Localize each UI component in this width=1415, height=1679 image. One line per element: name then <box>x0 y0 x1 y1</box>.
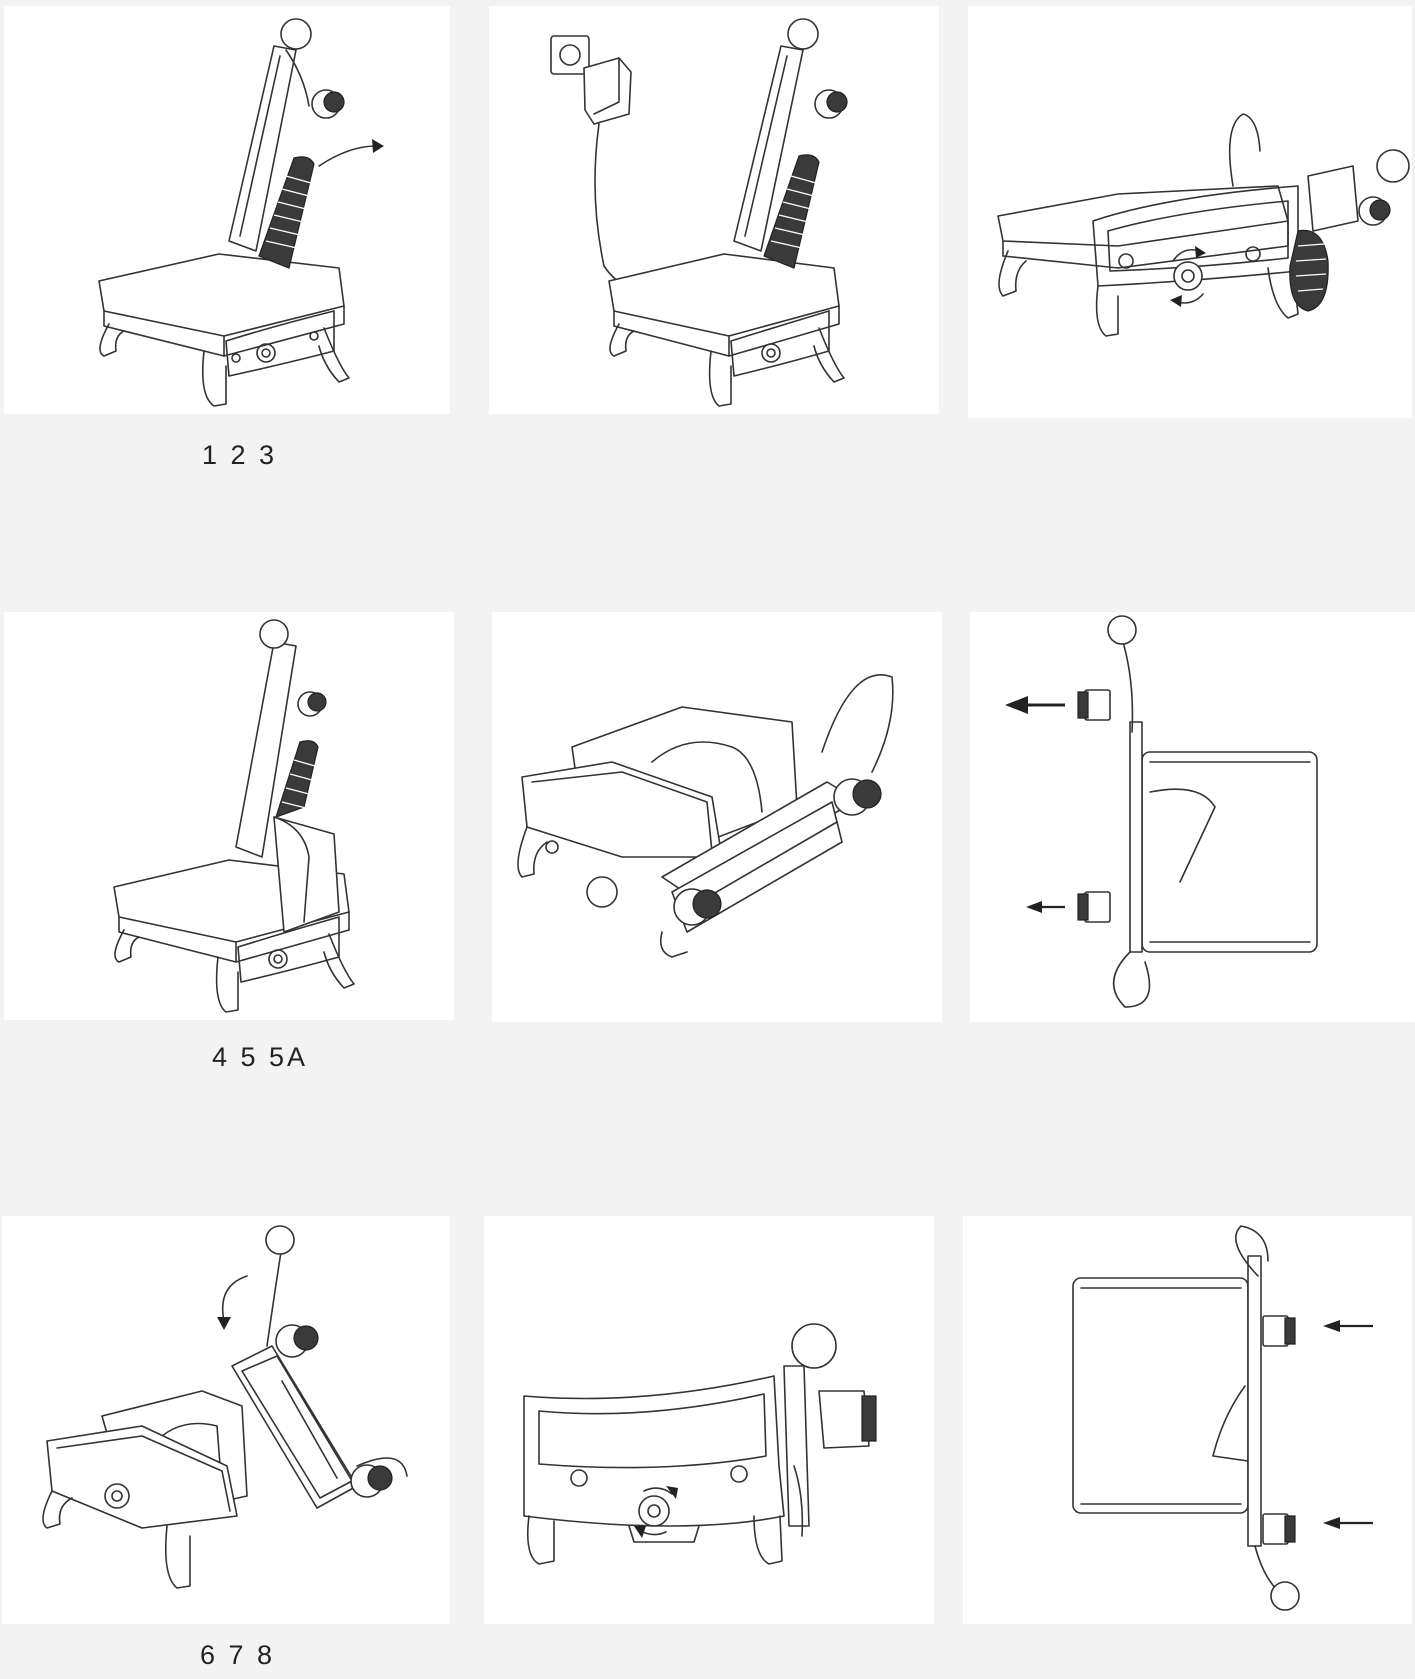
slicer-top-view-insert-icon <box>963 1216 1412 1624</box>
slicer-top-view-removal-icon <box>1005 612 1415 1022</box>
slicer-carriage-removal-icon <box>4 6 384 414</box>
row-3-caption: 6 7 8 <box>200 1640 276 1670</box>
step-4-panel <box>4 612 454 1020</box>
step-6-panel <box>2 1216 450 1624</box>
row-1-caption: 1 2 3 <box>202 440 278 470</box>
step-1-panel <box>4 6 450 414</box>
slicer-power-adapter-icon <box>489 6 939 414</box>
step-8-panel <box>963 1216 1412 1624</box>
slicer-blade-knob-icon <box>968 6 1412 418</box>
slicer-food-loaded-icon <box>4 612 454 1020</box>
step-7-panel <box>484 1216 934 1624</box>
slicer-side-view-icon <box>484 1216 934 1624</box>
step-5-panel <box>492 612 942 1022</box>
slicer-carriage-tilted-icon <box>492 612 942 1022</box>
step-3-panel <box>968 6 1412 418</box>
slicer-carriage-fold-icon <box>2 1216 450 1624</box>
step-2-panel <box>489 6 939 414</box>
step-5a-panel <box>970 612 1415 1022</box>
row-2-caption: 4 5 5A <box>212 1042 309 1072</box>
